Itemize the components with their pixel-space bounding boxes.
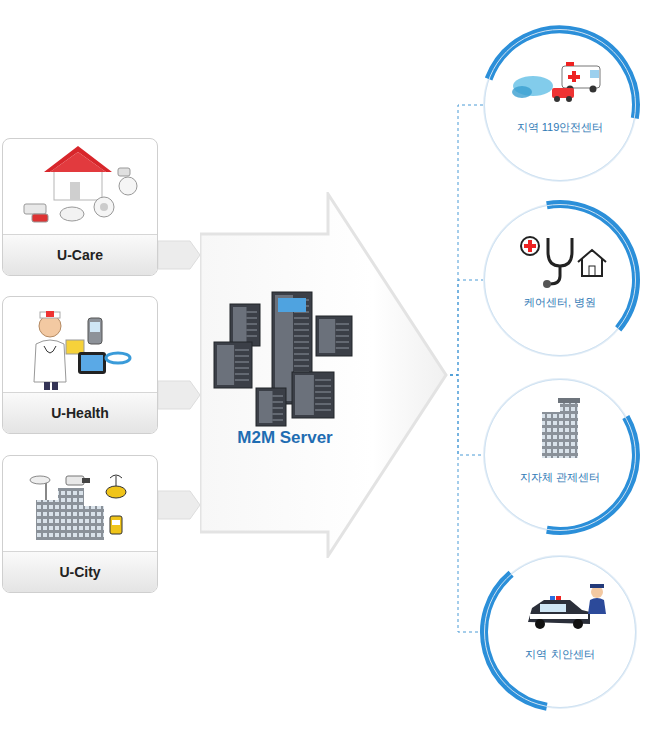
stethoscope-icon bbox=[521, 237, 606, 288]
label-band: U-Care bbox=[3, 234, 157, 275]
dashed-link bbox=[450, 105, 484, 375]
dashed-link bbox=[450, 375, 484, 632]
center-label: 지역 치안센터 bbox=[491, 647, 629, 662]
flow-band bbox=[158, 491, 200, 519]
arrow-outline bbox=[200, 194, 446, 556]
building-icon bbox=[542, 398, 580, 458]
center-circle: 지역 치안센터 bbox=[484, 556, 636, 708]
service-label: U-Care bbox=[57, 247, 103, 263]
center-label: 케어센터, 병원 bbox=[491, 295, 629, 310]
service-box: U-Health bbox=[2, 296, 158, 434]
dashed-link bbox=[450, 375, 484, 455]
center-circle: 케어센터, 병원 bbox=[484, 204, 636, 356]
flow-band bbox=[158, 241, 200, 269]
center-label: 지역 119안전센터 bbox=[491, 120, 629, 135]
service-box: U-Care bbox=[2, 138, 158, 276]
doctor-icon bbox=[34, 311, 130, 390]
center-label: 지자체 관제센터 bbox=[491, 470, 629, 485]
service-label: U-City bbox=[59, 564, 100, 580]
arrow-shape bbox=[200, 192, 450, 558]
label-band: U-City bbox=[3, 551, 157, 592]
ambulance-icon bbox=[512, 62, 600, 102]
city-icon bbox=[30, 475, 126, 540]
flow-band bbox=[158, 381, 200, 409]
center-circle: 지역 119안전센터 bbox=[484, 29, 636, 181]
police-car-icon bbox=[528, 584, 606, 629]
service-box: U-City bbox=[2, 455, 158, 593]
server-label: M2M Server bbox=[210, 428, 360, 448]
server-icon bbox=[214, 292, 352, 426]
dashed-link bbox=[450, 280, 484, 375]
service-label: U-Health bbox=[51, 405, 109, 421]
ring bbox=[484, 29, 636, 708]
center-circle: 지자체 관제센터 bbox=[484, 379, 636, 531]
server-arrow: M2M Server bbox=[200, 192, 450, 558]
label-band: U-Health bbox=[3, 392, 157, 433]
home-sensor-icon bbox=[24, 146, 137, 222]
